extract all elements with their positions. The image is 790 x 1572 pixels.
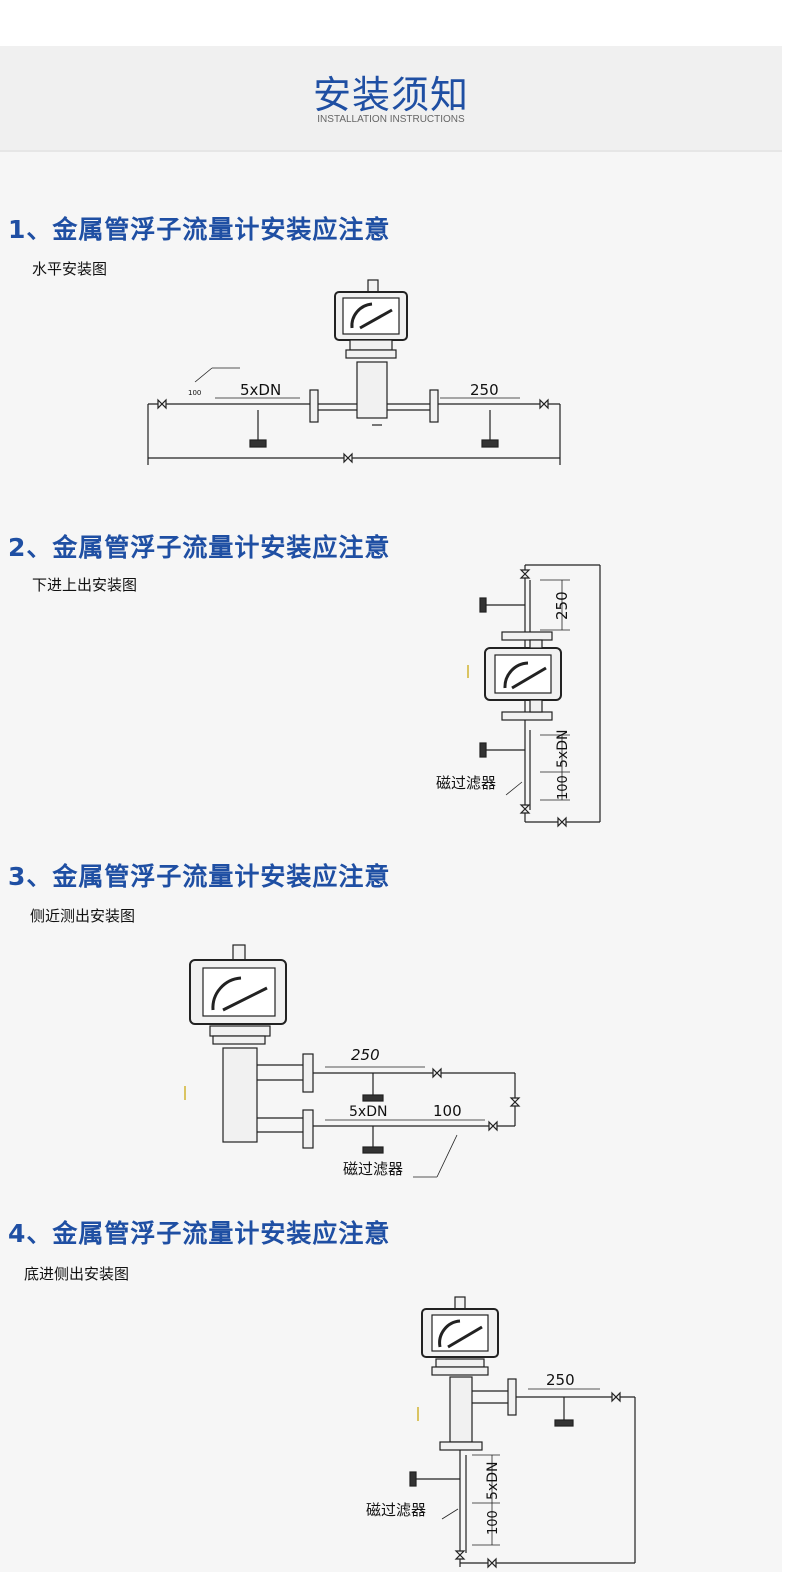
svg-text:5xDN: 5xDN (349, 1104, 387, 1120)
svg-text:250: 250 (470, 381, 499, 399)
svg-text:5xDN: 5xDN (240, 381, 281, 399)
svg-text:250: 250 (546, 1371, 575, 1389)
svg-text:5xDN: 5xDN (555, 730, 571, 768)
section-4-subtitle: 底进侧出安装图 (24, 1265, 130, 1283)
svg-text:5xDN: 5xDN (485, 1462, 501, 1500)
section-1-subtitle: 水平安装图 (32, 260, 108, 278)
svg-text:磁过滤器: 磁过滤器 (343, 1160, 403, 1178)
svg-text:250: 250 (553, 591, 571, 620)
svg-text:250: 250 (351, 1046, 380, 1064)
bottom-in-top-out-diagram: 250 5xDN 100 磁过滤器 (436, 564, 601, 828)
horizontal-installation-diagram: 5xDN 100 250 (147, 279, 561, 465)
section-4-title: 4、金属管浮子流量计安装应注意 (8, 1219, 391, 1248)
section-1-title: 1、金属管浮子流量计安装应注意 (8, 215, 391, 244)
section-3-title: 3、金属管浮子流量计安装应注意 (8, 862, 391, 891)
section-2-subtitle: 下进上出安装图 (32, 576, 138, 594)
svg-text:磁过滤器: 磁过滤器 (366, 1501, 426, 1519)
svg-text:100: 100 (188, 389, 201, 397)
section-3-subtitle: 侧近测出安装图 (30, 907, 136, 925)
bottom-in-side-out-diagram: 250 5xDN 100 磁过滤器 (366, 1296, 636, 1569)
page-title: 安装须知 (312, 73, 469, 117)
page-header: 安装须知 INSTALLATION INSTRUCTIONS (0, 46, 782, 152)
svg-text:100: 100 (556, 775, 571, 800)
svg-text:磁过滤器: 磁过滤器 (436, 774, 496, 792)
svg-text:100: 100 (486, 1510, 501, 1535)
section-2-title: 2、金属管浮子流量计安装应注意 (8, 533, 391, 562)
page-background (0, 150, 782, 1572)
page-subtitle: INSTALLATION INSTRUCTIONS (317, 114, 465, 125)
side-in-side-out-diagram: 250 5xDN 100 磁过滤器 (184, 944, 521, 1178)
svg-text:100: 100 (433, 1102, 462, 1120)
